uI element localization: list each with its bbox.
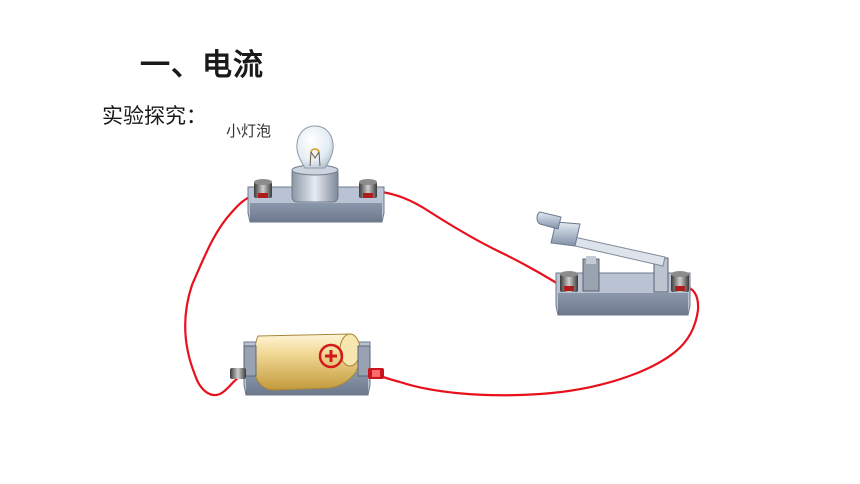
- wires: [184, 189, 700, 397]
- wire-switch-to-battery: [378, 285, 700, 397]
- switch-terminal-right: [671, 271, 689, 292]
- switch-terminal-left: [560, 271, 578, 292]
- bulb-assembly: [247, 125, 385, 223]
- battery-positive-symbol: [318, 343, 344, 369]
- battery-terminal-negative: [230, 368, 246, 379]
- section-title: 一、电流: [140, 48, 264, 83]
- switch-handle: [536, 211, 581, 247]
- experiment-heading: 实验探究：: [102, 104, 207, 128]
- bulb-terminal-left: [254, 179, 272, 198]
- wire-bulb-to-switch: [372, 189, 567, 290]
- battery-holder: [230, 333, 384, 396]
- bulb-glass: [296, 125, 334, 169]
- wire-bulb-to-battery: [184, 192, 258, 397]
- knife-switch: [536, 211, 691, 316]
- bulb-label: 小灯泡: [226, 122, 272, 140]
- battery-terminal-positive: [368, 368, 384, 379]
- bulb-terminal-right: [359, 179, 377, 198]
- switch-blade: [561, 234, 666, 267]
